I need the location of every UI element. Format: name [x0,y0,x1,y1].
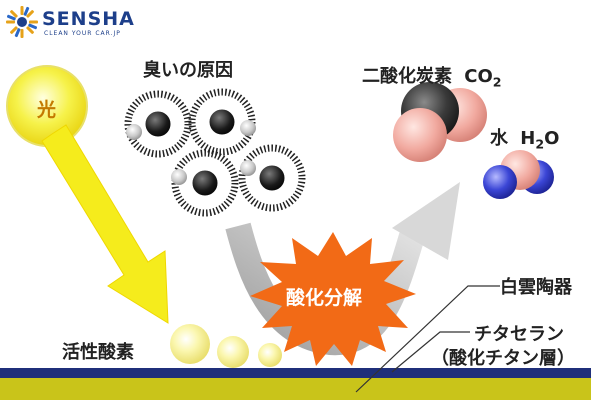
odor-molecule [171,149,239,217]
oxidation-burst [250,232,416,366]
h2o-formula: H2O [520,128,560,152]
active-oxygen-label: 活性酸素 [62,342,134,363]
decomposition-label: 酸化分解 [286,287,363,309]
titanium-oxide-layer [0,368,591,378]
h2o-molecule [483,150,554,199]
water-name: 水 [490,128,508,149]
titanium-leader-line [391,331,470,373]
ceramic-layer [0,378,591,400]
co2-label: 二酸化炭素 CO2 [362,62,502,90]
odor-cause-label: 臭いの原因 [143,60,233,81]
active-oxygen-bubbles [170,324,282,368]
light-arrow [41,124,169,324]
co2-formula: CO2 [464,66,502,90]
titanium-label-line1: チタセラン [474,324,564,345]
co2-name: 二酸化炭素 [362,66,452,87]
logo-brand: SENSHA [42,8,135,30]
co2-molecule [393,82,487,162]
odor-molecules [124,88,306,217]
odor-molecule [238,144,306,212]
ceramic-leader-line [355,285,500,393]
logo-tagline: CLEAN YOUR CAR.JP [44,30,121,37]
logo-sun-icon [6,6,38,38]
ceramic-label: 白雲陶器 [500,277,572,298]
light-label: 光 [37,99,57,121]
water-label: 水 H2O [490,124,559,152]
odor-molecule [188,88,256,156]
odor-molecule [124,90,192,158]
titanium-label-line2: （酸化チタン層） [431,348,575,369]
